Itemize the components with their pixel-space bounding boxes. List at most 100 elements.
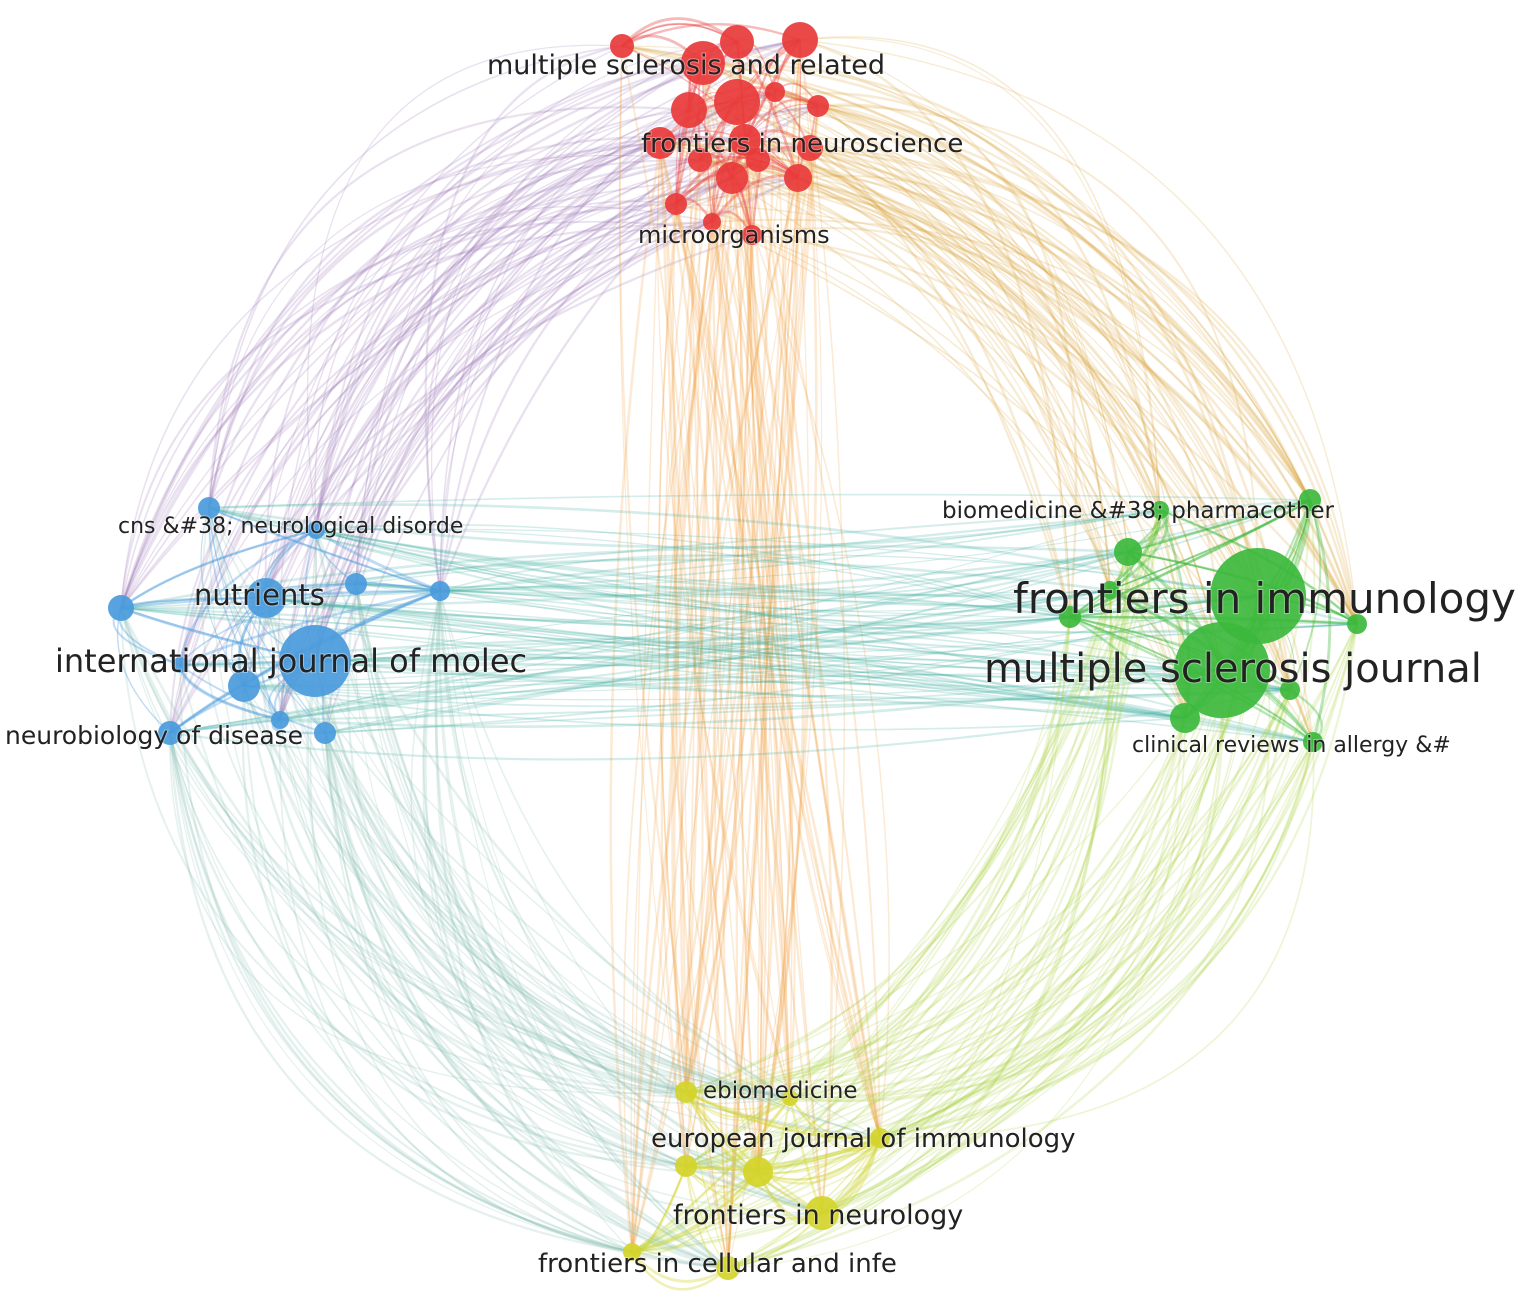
link xyxy=(736,41,1311,501)
link xyxy=(799,39,1358,625)
label-ms-related[interactable]: multiple sclerosis and related xyxy=(486,49,886,82)
link xyxy=(168,732,687,1168)
node-red-7[interactable] xyxy=(807,95,829,117)
link xyxy=(688,108,1259,597)
link xyxy=(1109,499,1311,591)
link xyxy=(710,39,802,223)
node-red-16[interactable] xyxy=(742,225,762,245)
node-red-0[interactable] xyxy=(610,34,634,58)
link xyxy=(809,146,1359,625)
node-blue-37[interactable] xyxy=(158,721,182,745)
link xyxy=(659,142,1111,591)
node-green-24[interactable] xyxy=(1170,703,1200,733)
label-cns[interactable]: cns &#38; neurological disorde xyxy=(117,513,464,540)
node-red-4[interactable] xyxy=(714,79,760,125)
label-ebiomed[interactable]: ebiomedicine xyxy=(702,1077,859,1105)
link xyxy=(314,595,1259,662)
node-red-2[interactable] xyxy=(782,22,818,58)
node-green-25[interactable] xyxy=(1059,606,1081,628)
node-yellow-46[interactable] xyxy=(623,1243,641,1261)
link xyxy=(243,147,811,687)
label-fr-cell[interactable]: frontiers in cellular and infe xyxy=(537,1248,898,1280)
node-red-15[interactable] xyxy=(665,193,687,215)
link xyxy=(684,105,820,1093)
node-red-1[interactable] xyxy=(720,25,754,59)
link xyxy=(821,669,1223,1214)
node-red-14[interactable] xyxy=(784,164,812,192)
node-green-18[interactable] xyxy=(1210,548,1306,644)
node-yellow-43[interactable] xyxy=(675,1155,697,1177)
link xyxy=(621,23,801,48)
label-neurobio[interactable]: neurobiology of disease xyxy=(4,720,304,751)
link xyxy=(659,142,1223,671)
node-blue-34[interactable] xyxy=(345,573,367,595)
link xyxy=(698,159,796,1099)
node-yellow-42[interactable] xyxy=(743,1157,773,1187)
link xyxy=(346,583,687,1094)
link xyxy=(744,138,1359,625)
link xyxy=(685,689,1291,1167)
label-ijms[interactable]: international journal of molec xyxy=(54,641,528,681)
node-blue-33[interactable] xyxy=(198,497,220,519)
label-ms-journal[interactable]: multiple sclerosis journal xyxy=(983,645,1483,693)
node-yellow-44[interactable] xyxy=(805,1196,839,1230)
link xyxy=(685,717,1187,1169)
label-fr-neurol[interactable]: frontiers in neurology xyxy=(672,1199,964,1232)
node-red-6[interactable] xyxy=(765,82,785,102)
node-red-12[interactable] xyxy=(716,162,748,194)
node-yellow-48[interactable] xyxy=(782,1090,798,1106)
label-eur-immuno[interactable]: european journal of immunology xyxy=(650,1123,1077,1155)
label-microorg[interactable]: microorganisms xyxy=(637,220,831,250)
label-fr-neuro[interactable]: frontiers in neuroscience xyxy=(640,128,964,160)
link xyxy=(314,659,1186,720)
node-red-10[interactable] xyxy=(797,135,823,161)
link xyxy=(727,1137,881,1269)
node-green-19[interactable] xyxy=(1174,622,1270,718)
link xyxy=(324,732,791,1099)
node-blue-35[interactable] xyxy=(430,581,450,601)
node-red-3[interactable] xyxy=(681,41,725,85)
node-blue-29[interactable] xyxy=(279,625,351,697)
node-green-23[interactable] xyxy=(1303,732,1323,752)
link xyxy=(685,509,1161,1093)
link xyxy=(879,551,1130,1140)
node-green-20[interactable] xyxy=(1114,538,1142,566)
link xyxy=(265,41,738,599)
node-blue-40[interactable] xyxy=(271,711,289,729)
label-biomed-pharm[interactable]: biomedicine &#38; pharmacother xyxy=(941,497,1335,525)
link xyxy=(726,105,820,1269)
node-green-26[interactable] xyxy=(1151,501,1169,519)
link xyxy=(265,597,791,1099)
label-fr-immuno[interactable]: frontiers in immunology xyxy=(1012,573,1517,624)
node-green-28[interactable] xyxy=(1280,680,1300,700)
link xyxy=(315,221,713,531)
node-red-9[interactable] xyxy=(729,124,761,156)
node-red-5[interactable] xyxy=(671,92,707,128)
node-blue-36[interactable] xyxy=(314,722,336,744)
link xyxy=(658,142,716,1093)
node-red-8[interactable] xyxy=(644,127,676,159)
node-yellow-41[interactable] xyxy=(675,1081,697,1103)
link xyxy=(179,221,713,666)
node-blue-31[interactable] xyxy=(228,670,260,702)
node-green-27[interactable] xyxy=(1101,581,1119,599)
node-red-11[interactable] xyxy=(688,148,712,172)
link xyxy=(673,221,713,1167)
node-yellow-45[interactable] xyxy=(716,1256,740,1280)
link xyxy=(685,551,1129,1167)
link xyxy=(789,717,1187,1100)
link xyxy=(699,159,1223,671)
node-yellow-47[interactable] xyxy=(870,1128,890,1148)
node-green-21[interactable] xyxy=(1299,489,1321,511)
node-blue-38[interactable] xyxy=(307,521,325,539)
node-blue-39[interactable] xyxy=(172,657,188,673)
link xyxy=(278,158,759,721)
node-blue-30[interactable] xyxy=(246,578,286,618)
node-red-13[interactable] xyxy=(746,148,770,172)
label-clin-rev[interactable]: clinical reviews in allergy &# xyxy=(1131,732,1452,759)
label-nutrients[interactable]: nutrients xyxy=(193,577,326,613)
node-blue-32[interactable] xyxy=(108,595,134,621)
node-red-17[interactable] xyxy=(703,213,721,231)
link xyxy=(439,590,759,1173)
node-green-22[interactable] xyxy=(1347,614,1367,634)
